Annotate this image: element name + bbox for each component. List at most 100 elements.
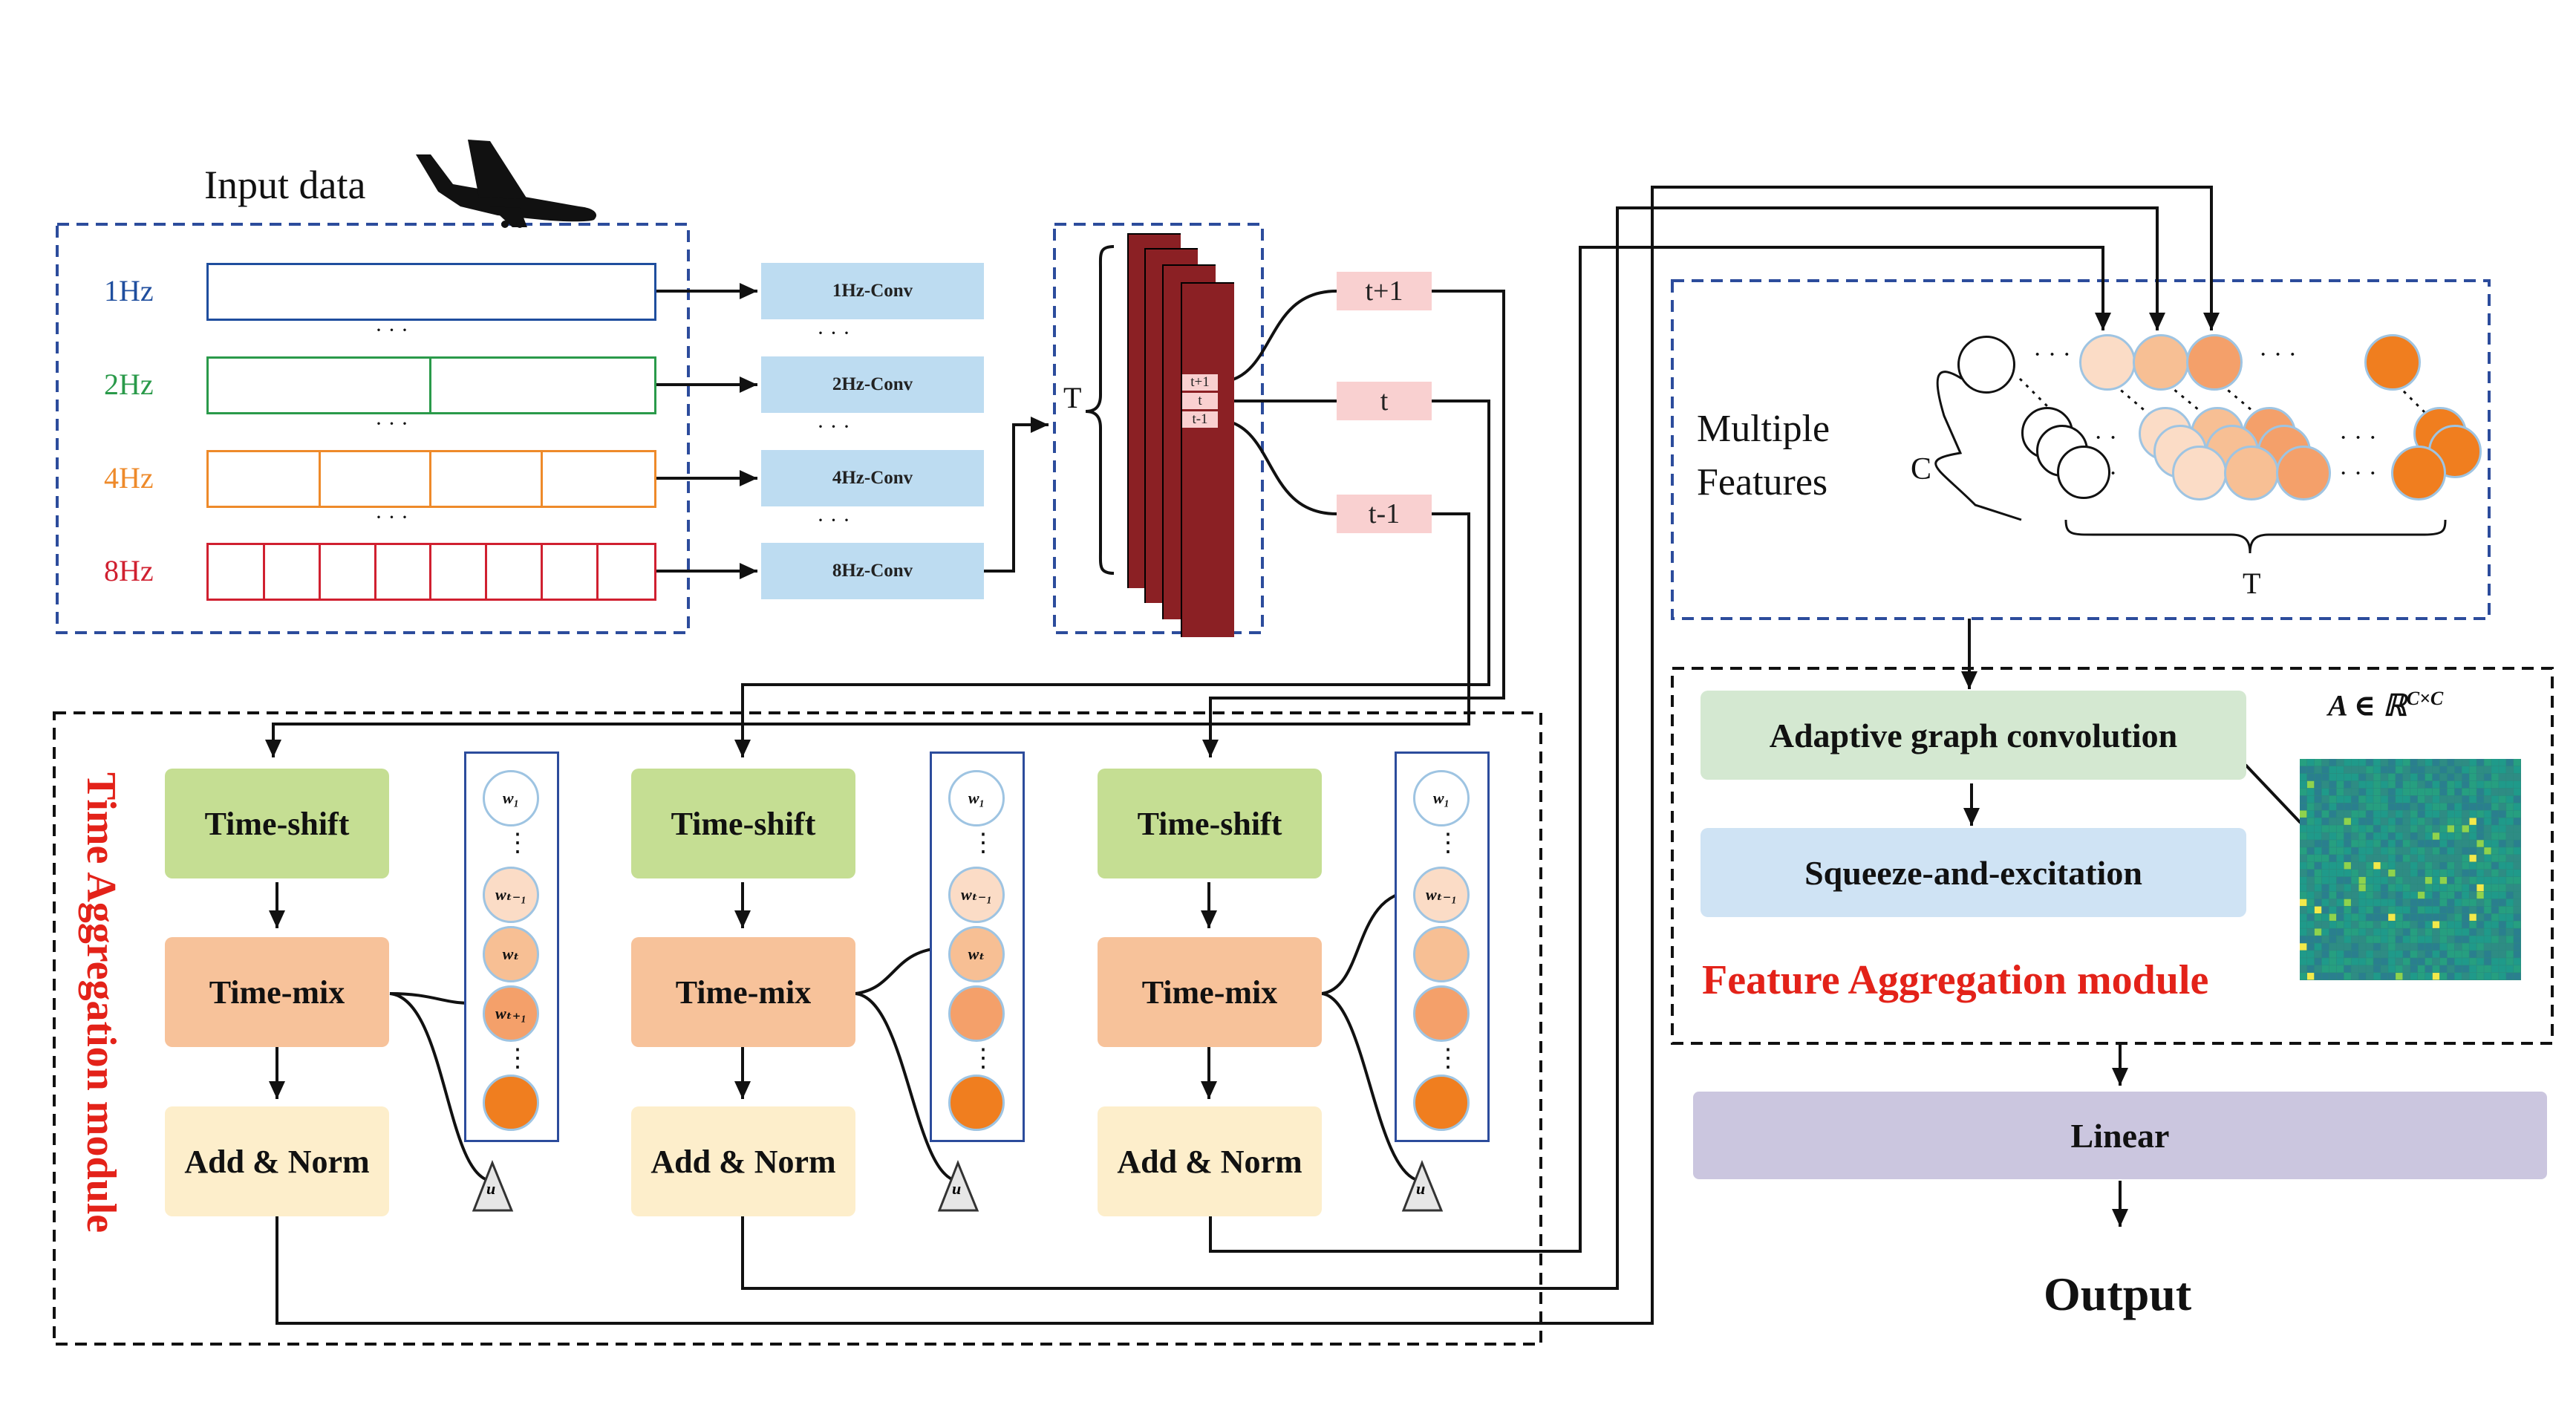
heatmap-cell bbox=[2381, 840, 2388, 847]
heatmap-cell bbox=[2439, 855, 2448, 862]
heatmap-cell bbox=[2314, 855, 2322, 862]
heatmap-cell bbox=[2454, 958, 2462, 965]
heatmap-cell bbox=[2306, 780, 2315, 789]
heatmap-cell bbox=[2344, 928, 2351, 936]
heatmap-cell bbox=[2469, 788, 2476, 796]
heatmap-cell bbox=[2381, 870, 2388, 877]
heatmap-cell bbox=[2321, 928, 2329, 936]
heatmap-cell bbox=[2476, 766, 2484, 774]
heatmap-cell bbox=[2314, 958, 2322, 965]
heatmap-cell bbox=[2300, 936, 2307, 943]
heatmap-cell bbox=[2351, 943, 2358, 951]
heatmap-cell bbox=[2403, 818, 2410, 825]
heatmap-cell bbox=[2484, 891, 2491, 899]
heatmap-cell bbox=[2491, 773, 2499, 781]
heatmap-cell bbox=[2336, 847, 2344, 855]
heatmap-cell bbox=[2358, 936, 2366, 943]
heatmap-cell bbox=[2321, 795, 2329, 803]
heatmap-cell bbox=[2388, 832, 2396, 840]
heatmap-cell bbox=[2321, 832, 2329, 840]
heatmap-cell bbox=[2499, 766, 2506, 774]
u-triangle-2 bbox=[937, 1159, 979, 1212]
heatmap-cell bbox=[2410, 825, 2418, 832]
heatmap-cell bbox=[2439, 906, 2448, 913]
heatmap-cell bbox=[2425, 780, 2433, 789]
heatmap-cell bbox=[2321, 840, 2329, 847]
heatmap-cell bbox=[2447, 951, 2454, 958]
heatmap-cell bbox=[2396, 965, 2403, 973]
heatmap-cell bbox=[2499, 847, 2506, 855]
heatmap-cell bbox=[2358, 891, 2366, 899]
features-C-label: C bbox=[1911, 452, 1932, 486]
heatmap-cell bbox=[2396, 973, 2403, 980]
heatmap-cell bbox=[2439, 899, 2448, 907]
heatmap-cell bbox=[2484, 773, 2491, 781]
heatmap-cell bbox=[2417, 876, 2425, 884]
heatmap-cell bbox=[2439, 795, 2448, 803]
conv-1hz: 1Hz-Conv bbox=[761, 263, 984, 319]
heatmap-cell bbox=[2388, 891, 2396, 899]
heatmap-cell bbox=[2447, 862, 2454, 870]
heatmap-cell bbox=[2381, 788, 2388, 796]
heatmap-cell bbox=[2476, 891, 2484, 899]
heatmap-cell bbox=[2432, 884, 2440, 892]
heatmap-cell bbox=[2358, 884, 2366, 892]
heatmap-cell bbox=[2381, 965, 2388, 973]
heatmap-cell bbox=[2506, 810, 2514, 818]
heatmap-cell bbox=[2439, 891, 2448, 899]
heatmap-cell bbox=[2514, 795, 2521, 803]
heatmap-cell bbox=[2373, 921, 2381, 928]
heatmap-cell bbox=[2358, 973, 2366, 980]
heatmap-cell bbox=[2469, 936, 2476, 943]
heatmap-cell bbox=[2425, 913, 2433, 921]
heatmap-cell bbox=[2491, 788, 2499, 796]
heatmap-cell bbox=[2373, 899, 2381, 907]
heatmap-cell bbox=[2321, 773, 2329, 781]
heatmap-cell bbox=[2506, 876, 2514, 884]
heatmap-cell bbox=[2300, 906, 2307, 913]
heatmap-cell bbox=[2306, 810, 2315, 818]
heatmap-cell bbox=[2491, 780, 2499, 789]
heatmap-cell bbox=[2403, 759, 2410, 766]
heatmap-cell bbox=[2336, 891, 2344, 899]
heatmap-cell bbox=[2410, 795, 2418, 803]
heatmap-cell bbox=[2388, 899, 2396, 907]
heatmap-cell bbox=[2469, 832, 2476, 840]
heatmap-cell bbox=[2491, 928, 2499, 936]
heatmap-cell bbox=[2425, 862, 2433, 870]
heatmap-cell bbox=[2396, 870, 2403, 877]
heatmap-cell bbox=[2425, 773, 2433, 781]
heatmap-cell bbox=[2314, 913, 2322, 921]
svg-text:· · ·: · · · bbox=[2259, 341, 2297, 368]
heatmap-cell bbox=[2499, 951, 2506, 958]
heatmap-cell bbox=[2447, 803, 2454, 810]
heatmap-cell bbox=[2373, 766, 2381, 774]
heatmap-cell bbox=[2514, 847, 2521, 855]
heatmap-cell bbox=[2447, 884, 2454, 892]
heatmap-cell bbox=[2476, 906, 2484, 913]
heatmap-cell bbox=[2373, 788, 2381, 796]
heatmap-cell bbox=[2410, 780, 2418, 789]
heatmap-cell bbox=[2366, 773, 2373, 781]
heatmap-cell bbox=[2373, 773, 2381, 781]
heatmap-cell bbox=[2454, 810, 2462, 818]
adjacency-matrix-heatmap bbox=[2300, 759, 2521, 980]
heatmap-cell bbox=[2432, 876, 2440, 884]
heatmap-cell bbox=[2484, 936, 2491, 943]
heatmap-cell bbox=[2388, 928, 2396, 936]
heatmap-cell bbox=[2462, 899, 2469, 907]
heatmap-cell bbox=[2366, 832, 2373, 840]
heatmap-cell bbox=[2344, 780, 2351, 789]
heatmap-cell bbox=[2351, 803, 2358, 810]
heatmap-cell bbox=[2439, 810, 2448, 818]
heatmap-cell bbox=[2329, 958, 2337, 965]
heatmap-cell bbox=[2351, 965, 2358, 973]
heatmap-cell bbox=[2351, 840, 2358, 847]
heatmap-cell bbox=[2484, 825, 2491, 832]
heatmap-cell bbox=[2344, 788, 2351, 796]
heatmap-cell bbox=[2491, 847, 2499, 855]
heatmap-cell bbox=[2425, 891, 2433, 899]
weight-node bbox=[483, 1075, 539, 1131]
heatmap-cell bbox=[2300, 913, 2307, 921]
heatmap-cell bbox=[2366, 973, 2373, 980]
